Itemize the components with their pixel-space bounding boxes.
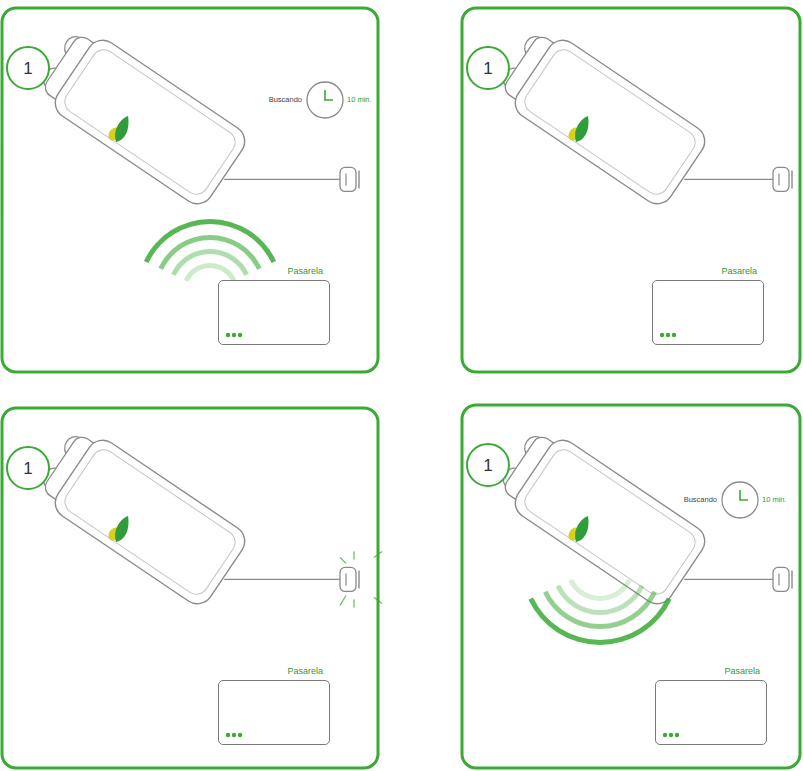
- gateway-box: Pasarela: [652, 280, 764, 345]
- status-led: [660, 333, 664, 337]
- step-number-circle: 1: [6, 46, 50, 90]
- plug-body: [773, 567, 789, 591]
- device-inner-edge: [60, 45, 240, 199]
- sensor-plug: [773, 567, 792, 591]
- radio-wave: [171, 249, 249, 276]
- status-led: [238, 333, 242, 337]
- plug-tab: [791, 170, 792, 188]
- cable: [684, 579, 773, 580]
- panel-illustration: [491, 422, 792, 737]
- cable: [684, 179, 773, 180]
- status-led: [232, 733, 236, 737]
- panel-frame: [462, 405, 800, 768]
- gateway-box: Pasarela: [655, 680, 767, 745]
- radio-wave: [529, 598, 672, 645]
- status-text: Buscando: [269, 96, 302, 104]
- meter-device: [31, 22, 251, 210]
- device-body: [509, 34, 711, 210]
- gateway-box: Pasarela: [218, 680, 330, 745]
- sensor-plug: [340, 167, 359, 191]
- device-body: [49, 34, 251, 210]
- radio-wave: [543, 591, 657, 629]
- device-inner-edge: [60, 445, 240, 599]
- clock-icon: [722, 482, 758, 518]
- status-led: [238, 733, 242, 737]
- step-number: 1: [23, 60, 32, 77]
- plug-slot: [778, 573, 779, 585]
- logo-leaf-green: [115, 516, 128, 542]
- device-inner-edge: [520, 45, 700, 199]
- plug-slot: [345, 173, 346, 185]
- panel-frame: [462, 8, 800, 372]
- gateway-label: Pasarela: [721, 267, 757, 276]
- panel-frame: [2, 408, 378, 768]
- plug-slot: [345, 573, 346, 585]
- sensor-plug: [773, 167, 792, 191]
- status-led: [669, 733, 673, 737]
- status-led: [232, 333, 236, 337]
- cable: [224, 179, 340, 180]
- panel-frame: [2, 8, 378, 372]
- radio-wave: [144, 219, 276, 263]
- logo-leaf-green: [115, 116, 128, 142]
- radio-wave: [568, 579, 631, 601]
- duration-text: 10 min.: [762, 496, 787, 504]
- clock-face: [307, 82, 343, 118]
- gateway-box: Pasarela: [218, 280, 330, 345]
- plug-body: [340, 567, 356, 591]
- meter-device: [491, 22, 711, 210]
- step-number: 1: [23, 460, 32, 477]
- meter-device: [31, 422, 251, 610]
- signal-mark: [353, 551, 354, 559]
- panel-illustration: [491, 22, 792, 337]
- step-number: 1: [483, 60, 492, 77]
- step-number: 1: [483, 457, 492, 474]
- logo-leaf-green: [575, 116, 588, 142]
- radio-wave: [184, 263, 236, 282]
- clock-icon: [307, 82, 343, 118]
- duration-text: 10 min.: [347, 96, 372, 104]
- status-led: [675, 733, 679, 737]
- status-led: [226, 333, 230, 337]
- gateway-label: Pasarela: [724, 667, 760, 676]
- step-number-circle: 1: [466, 46, 510, 90]
- radio-wave: [158, 235, 261, 270]
- plug-body: [773, 167, 789, 191]
- step-number-circle: 1: [466, 443, 510, 487]
- device-inner-edge: [520, 445, 700, 599]
- clock-hands: [325, 90, 333, 100]
- step-number-circle: 1: [6, 446, 50, 490]
- status-led: [672, 333, 676, 337]
- clock-face: [722, 482, 758, 518]
- signal-mark: [340, 595, 346, 605]
- signal-mark: [374, 597, 382, 603]
- status-led: [226, 733, 230, 737]
- device-body: [509, 434, 711, 610]
- meter-device: [491, 422, 711, 610]
- plug-tab: [791, 570, 792, 588]
- gateway-label: Pasarela: [287, 267, 323, 276]
- radio-wave: [556, 585, 645, 615]
- signal-mark: [374, 551, 382, 557]
- plug-slot: [778, 173, 779, 185]
- panel-illustration: [31, 22, 359, 337]
- plug-tab: [358, 170, 359, 188]
- gateway-label: Pasarela: [287, 667, 323, 676]
- status-led: [666, 333, 670, 337]
- logo-leaf-green: [575, 516, 588, 542]
- cable: [224, 579, 340, 580]
- clock-hands: [740, 490, 748, 500]
- status-text: Buscando: [684, 496, 717, 504]
- device-body: [49, 434, 251, 610]
- signal-mark: [353, 599, 354, 607]
- plug-tab: [358, 570, 359, 588]
- plug-body: [340, 167, 356, 191]
- sensor-plug: [340, 567, 359, 591]
- status-led: [663, 733, 667, 737]
- signal-mark: [340, 557, 346, 563]
